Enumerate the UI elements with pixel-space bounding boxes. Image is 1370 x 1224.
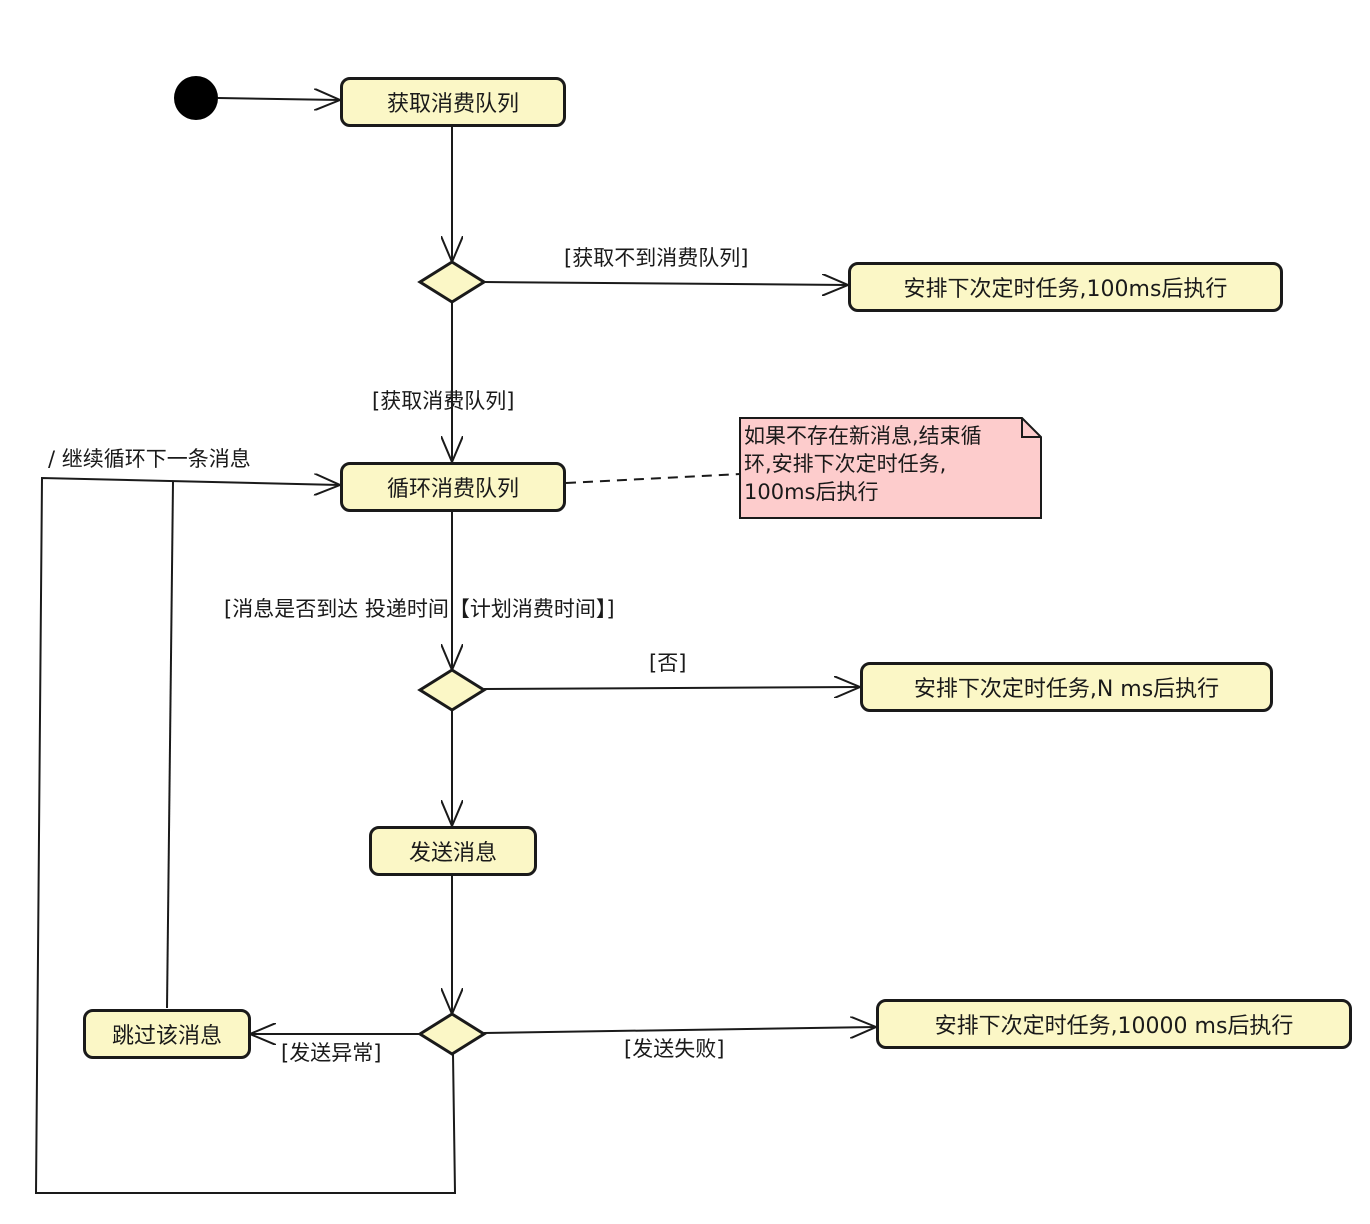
node-send-message: 发送消息 <box>369 826 537 876</box>
note-shape <box>739 417 1042 519</box>
edge-start-to-get-queue <box>217 98 340 100</box>
edge-decision-3-loop-back <box>34 478 457 1194</box>
node-schedule-10000ms: 安排下次定时任务,10000 ms后执行 <box>876 999 1352 1049</box>
decision-diamond-send-result <box>417 1012 487 1056</box>
guard-send-failed: [发送失败] <box>624 1037 725 1061</box>
guard-continue-loop: / 继续循环下一条消息 <box>48 447 251 471</box>
note-line: 100ms后执行 <box>744 480 879 504</box>
node-schedule-n-ms: 安排下次定时任务,N ms后执行 <box>860 662 1273 712</box>
note-no-new-message: 如果不存在新消息,结束循 环,安排下次定时任务, 100ms后执行 <box>740 418 1041 518</box>
edge-decision-3-to-schedule-10000ms <box>483 1027 876 1033</box>
guard-cannot-get-queue: [获取不到消费队列] <box>564 246 749 270</box>
node-get-queue: 获取消费队列 <box>340 77 566 127</box>
note-line: 如果不存在新消息,结束循 <box>744 424 982 448</box>
edge-skip-message-loop-back <box>166 481 174 1009</box>
decision-diamond-get-queue <box>417 260 487 304</box>
guard-send-exception: [发送异常] <box>281 1041 382 1065</box>
guard-got-queue: [获取消费队列] <box>372 389 515 413</box>
node-schedule-100ms: 安排下次定时任务,100ms后执行 <box>848 262 1283 312</box>
node-skip-message: 跳过该消息 <box>83 1009 251 1059</box>
start-node <box>174 76 218 120</box>
edge-decision-1-to-schedule-100ms <box>483 282 848 285</box>
guard-message-arrived: [消息是否到达 投递时间【计划消费时间】] <box>224 597 615 621</box>
note-fold <box>1021 418 1041 438</box>
node-loop-queue: 循环消费队列 <box>340 462 566 512</box>
guard-no: [否] <box>649 651 687 675</box>
note-line: 环,安排下次定时任务, <box>744 452 947 476</box>
note-anchor-line <box>565 473 741 484</box>
edge-decision-2-to-schedule-n-ms <box>483 687 860 689</box>
decision-diamond-arrival-time <box>417 668 487 712</box>
